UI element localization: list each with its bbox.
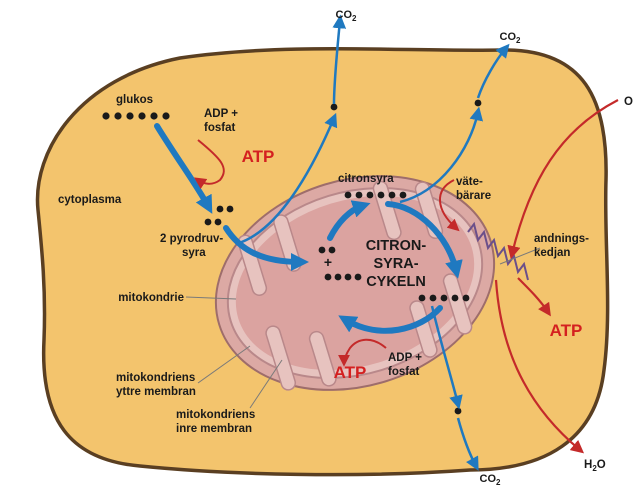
pyruvate-molecules xyxy=(204,205,234,226)
citric-cycle-arrow-right xyxy=(385,201,463,279)
hydrogen-carrier-label: väte- xyxy=(456,176,483,188)
acetyl-molecule xyxy=(318,246,336,254)
citric-acid-cycle-label: SYRA- xyxy=(373,256,418,272)
co2-carbon-dot xyxy=(454,407,462,415)
citric-acid-cycle-label: CITRON- xyxy=(366,238,427,254)
co2-release-arrow xyxy=(235,112,338,246)
hydrogen-carrier-arrow xyxy=(439,179,460,232)
citric-acid-label: citronsyra xyxy=(338,173,394,185)
glucose-label: glukos xyxy=(116,94,153,106)
co2-label: CO2 xyxy=(480,473,502,487)
co2-release-arrow xyxy=(430,305,463,410)
o2-label: O2 xyxy=(624,96,633,110)
citric-cycle-arrow-top xyxy=(327,200,371,241)
glucose-molecule xyxy=(102,112,170,120)
plus-sign: + xyxy=(324,254,332,270)
respiratory-chain-label: andnings- xyxy=(534,233,589,245)
adp-phosphate-label: fosfat xyxy=(204,122,235,134)
glycolysis-arrow xyxy=(154,123,213,214)
co2-release-arrow xyxy=(476,43,510,99)
respiratory-chain xyxy=(467,221,529,281)
outer-membrane-label: yttre membran xyxy=(116,386,196,398)
co2-carbon-dot xyxy=(474,99,482,107)
adp-phosphate-label: ADP + xyxy=(204,108,238,120)
outer-membrane-pointer xyxy=(197,345,251,384)
atp-label: ATP xyxy=(242,147,275,166)
atp-label: ATP xyxy=(334,363,367,382)
oxygen-entry-arrow xyxy=(507,99,619,260)
co2-label: CO2 xyxy=(500,31,522,45)
mitochondrion-label: mitokondrie xyxy=(118,292,184,304)
pyruvate-label: 2 pyrodruv- xyxy=(160,233,223,245)
inner-membrane-pointer xyxy=(249,359,283,409)
adp-phosphate-label: ADP + xyxy=(388,352,422,364)
pyruvate-label: syra xyxy=(182,247,206,259)
citric-acid-molecule xyxy=(344,191,407,199)
co2-carbon-dot xyxy=(330,103,338,111)
co2-release-arrow xyxy=(332,14,347,105)
h2o-label: H2O xyxy=(584,459,606,473)
inner-membrane-label: inre membran xyxy=(176,423,252,435)
citric-acid-cycle-label: CYKELN xyxy=(366,274,426,290)
respiratory-chain-label: kedjan xyxy=(534,247,570,259)
oxaloacetate-molecule xyxy=(324,273,362,281)
mitochondrion-pointer xyxy=(185,296,237,300)
outer-membrane-label: mitokondriens xyxy=(116,372,195,384)
cytoplasm-label: cytoplasma xyxy=(58,194,122,206)
crista xyxy=(265,325,297,391)
inner-membrane-label: mitokondriens xyxy=(176,409,255,421)
adp-phosphate-label: fosfat xyxy=(388,366,419,378)
atp-formation-arrow xyxy=(338,338,387,367)
pyruvate-to-mitochondrion-arrow xyxy=(223,225,309,271)
water-release-arrow xyxy=(494,279,585,454)
crista xyxy=(409,300,438,358)
crista xyxy=(308,330,337,387)
co2-label: CO2 xyxy=(336,9,358,23)
crista xyxy=(414,181,444,239)
co2-release-arrow xyxy=(456,417,479,471)
hydrogen-carrier-label: bärare xyxy=(456,190,491,202)
co2-release-arrow xyxy=(399,106,484,204)
atp-synthesis-arrow xyxy=(517,277,551,317)
atp-label: ATP xyxy=(550,321,583,340)
atp-formation-arrow xyxy=(194,139,225,189)
cycle-intermediate-molecule xyxy=(418,294,470,302)
